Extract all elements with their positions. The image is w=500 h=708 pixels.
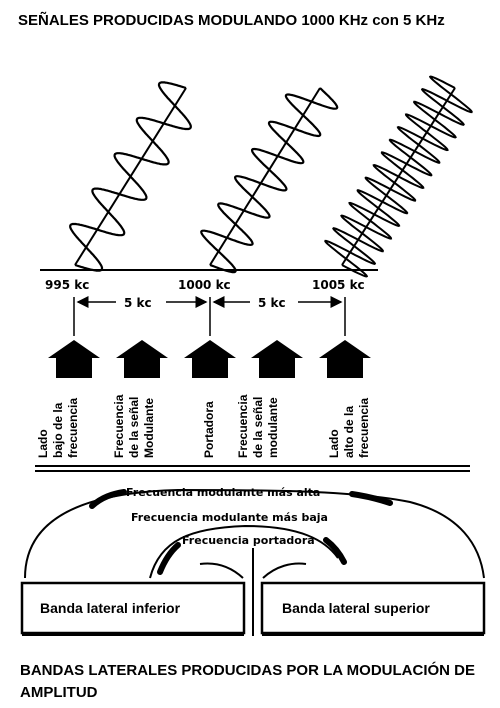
upper-sideband-box	[260, 581, 486, 635]
label-lowest-modulating: Frecuencia modulante más baja	[131, 511, 328, 524]
label-highest-modulating: Frecuencia modulante más alta	[126, 486, 320, 499]
svg-text:frecuencia: frecuencia	[357, 398, 371, 458]
svg-text:Frecuencia: Frecuencia	[112, 394, 126, 458]
house-arrow-icon	[48, 340, 100, 378]
component-label-lower-side: Lado bajo de la frecuencia	[36, 398, 80, 458]
component-label-modulating-high: Frecuencia de la señal modulante	[236, 394, 280, 458]
left-curve-join	[199, 562, 244, 579]
svg-text:bajo de la: bajo de la	[51, 402, 65, 458]
wave-carrier	[200, 87, 339, 274]
svg-text:frecuencia: frecuencia	[66, 398, 80, 458]
svg-text:alto de la: alto de la	[342, 406, 356, 458]
svg-text:Lado: Lado	[327, 429, 341, 458]
lower-sideband-box	[20, 581, 246, 635]
inner-band-arc	[149, 524, 339, 579]
bottom-title: BANDAS LATERALES PRODUCIDAS POR LA MODUL…	[20, 662, 476, 701]
spacing-label-left: 5 kc	[124, 296, 152, 310]
svg-text:Lado: Lado	[36, 429, 50, 458]
inner-arc-end-bold	[157, 542, 181, 575]
spacing-label-right: 5 kc	[258, 296, 286, 310]
svg-text:Frecuencia: Frecuencia	[236, 394, 250, 458]
outer-band-arc	[24, 488, 485, 579]
component-label-carrier: Portadora	[202, 401, 216, 458]
wave-high-sideband	[324, 75, 473, 278]
wave-signals	[69, 75, 473, 278]
component-label-upper-side: Lado alto de la frecuencia	[327, 398, 371, 458]
outer-arc-end-bold	[89, 489, 127, 509]
svg-text:Portadora: Portadora	[202, 401, 216, 458]
svg-text:de la señal: de la señal	[127, 397, 141, 458]
svg-text:de la señal: de la señal	[251, 397, 265, 458]
house-arrow-icon	[184, 340, 236, 378]
freq-label-1005: 1005 kc	[312, 278, 365, 292]
svg-text:Modulante: Modulante	[142, 398, 156, 458]
wave-low-sideband	[69, 81, 192, 272]
house-arrow-icon	[116, 340, 168, 378]
svg-text:modulante: modulante	[266, 397, 280, 458]
house-arrow-icon	[319, 340, 371, 378]
inner-arc-end-bold	[323, 537, 347, 565]
freq-label-1000: 1000 kc	[178, 278, 231, 292]
top-title: SEÑALES PRODUCIDAS MODULANDO 1000 KHz co…	[18, 12, 445, 29]
house-arrow-icon	[251, 340, 303, 378]
component-label-modulating-low: Frecuencia de la señal Modulante	[112, 394, 156, 458]
label-carrier-frequency: Frecuencia portadora	[182, 534, 315, 547]
right-curve-join	[262, 562, 307, 579]
lower-sideband-label: Banda lateral inferior	[40, 600, 181, 616]
freq-label-995: 995 kc	[45, 278, 89, 292]
outer-arc-end-bold	[349, 491, 393, 506]
wave-carrier-axis	[209, 87, 321, 266]
upper-sideband-label: Banda lateral superior	[282, 600, 430, 616]
